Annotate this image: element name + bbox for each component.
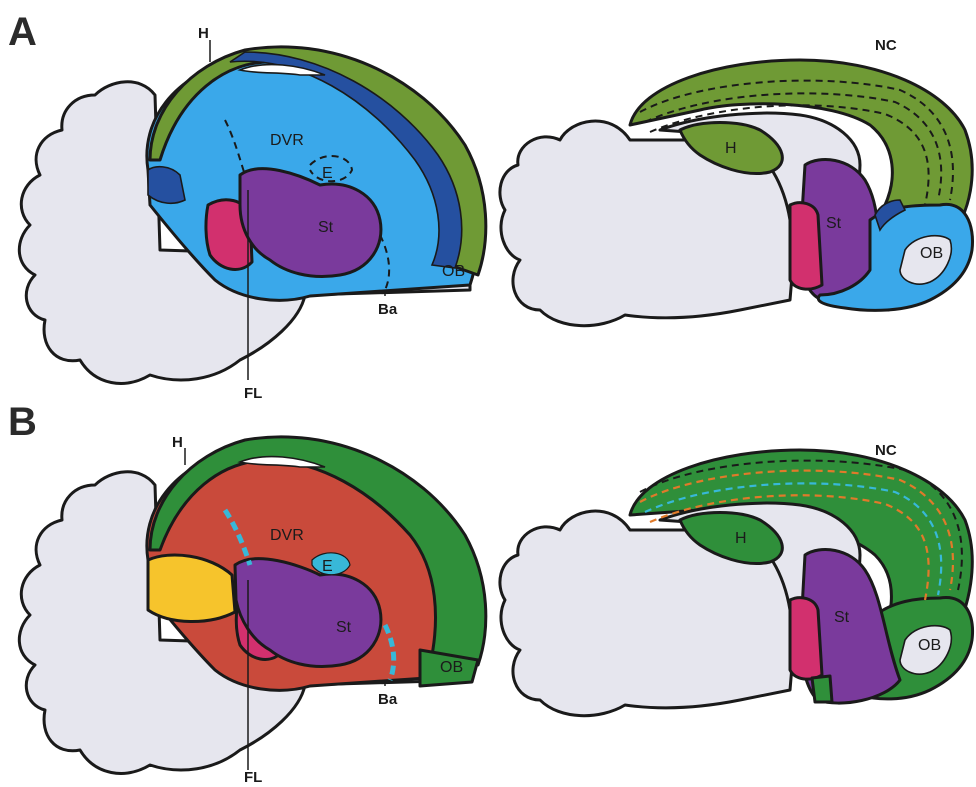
label-nc: NC	[875, 442, 897, 459]
green-ventral-region	[812, 676, 832, 702]
panel-b-left-brain: H DVR E St OB Ba FL	[19, 434, 486, 786]
label-st: St	[318, 219, 334, 236]
label-dvr: DVR	[270, 527, 304, 544]
label-nc: NC	[875, 37, 897, 54]
label-ob: OB	[442, 263, 465, 280]
label-fl: FL	[244, 769, 262, 786]
panel-b-right-brain: NC H St OB	[500, 442, 973, 716]
label-h: H	[198, 25, 209, 42]
magenta-region	[790, 598, 822, 679]
label-ob: OB	[440, 659, 463, 676]
label-ob: OB	[920, 245, 943, 262]
magenta-region	[790, 203, 822, 289]
label-ob: OB	[918, 637, 941, 654]
panel-a: A H DVR E St OB Ba FL	[8, 10, 973, 402]
label-h: H	[172, 434, 183, 451]
label-e: E	[322, 558, 333, 575]
label-h: H	[735, 530, 747, 547]
panel-letter-a: A	[8, 10, 37, 54]
label-dvr: DVR	[270, 132, 304, 149]
label-fl: FL	[244, 385, 262, 402]
label-st: St	[336, 619, 352, 636]
label-ba: Ba	[378, 691, 398, 708]
panel-b: B H DVR E St OB Ba FL	[8, 400, 973, 786]
label-e: E	[322, 165, 333, 182]
panel-letter-b: B	[8, 400, 37, 444]
label-st: St	[834, 609, 850, 626]
label-h: H	[725, 140, 737, 157]
label-st: St	[826, 215, 842, 232]
label-ba: Ba	[378, 301, 398, 318]
panel-a-left-brain: H DVR E St OB Ba FL	[19, 25, 486, 402]
panel-a-right-brain: NC H St OB	[500, 37, 973, 326]
